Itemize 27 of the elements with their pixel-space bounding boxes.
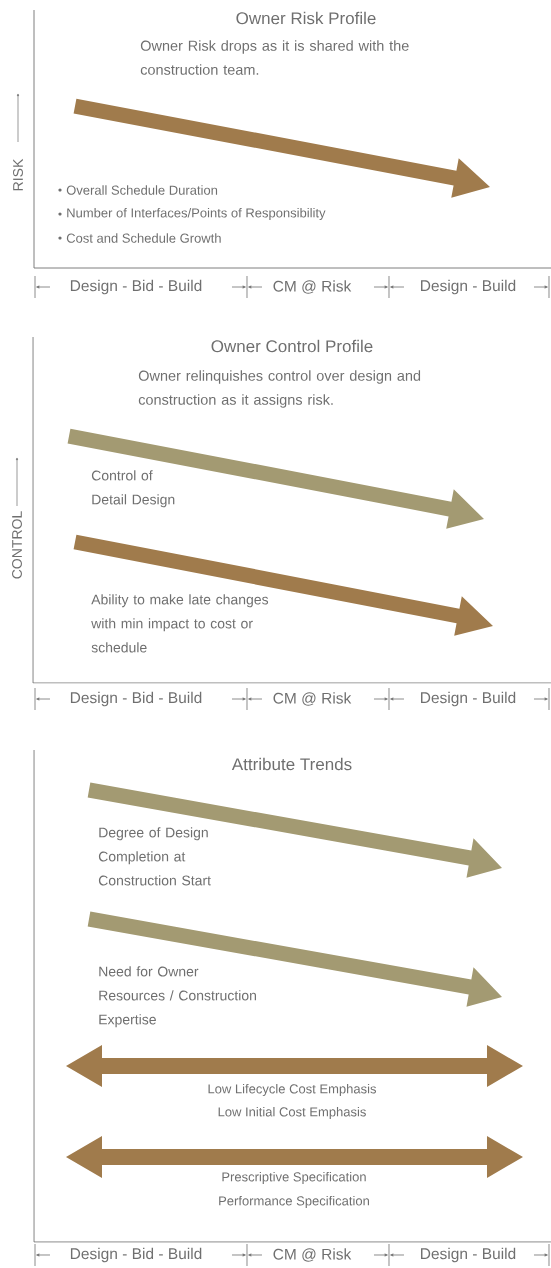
bullet-text: Cost and Schedule Growth — [66, 233, 221, 243]
description-text: Owner Risk drops as it is shared with the construction team. — [140, 40, 409, 75]
trend-text: Need for Owner Resources / Construction Expertise — [99, 966, 256, 1028]
trend-text: Low Lifecycle Cost Emphasis — [208, 1083, 377, 1097]
trend-text: Prescriptive Specification — [222, 1171, 366, 1185]
phase-label: Design - Build — [421, 279, 516, 295]
phase-label: Design - Bid - Build — [70, 1247, 202, 1263]
phase-label: CM @ Risk — [273, 280, 352, 294]
bullet-text: Number of Interfaces/Points of Responsibility — [67, 207, 326, 221]
bullet-text: Overall Schedule Duration — [66, 185, 218, 195]
phase-label: Design - Build — [421, 691, 516, 707]
trend-text: Performance Specification — [219, 1195, 369, 1209]
axis-label: RISK — [13, 158, 23, 191]
panel-title: Attribute Trends — [231, 757, 352, 771]
trend-text: Degree of Design Completion at Construction Start — [98, 827, 211, 886]
panel-title: Owner Control Profile — [211, 339, 373, 353]
phase-label: CM @ Risk — [273, 692, 352, 706]
axis-label: CONTROL — [12, 511, 22, 579]
panel-title: Owner Risk Profile — [236, 11, 376, 25]
phase-label: CM @ Risk — [273, 1248, 352, 1262]
phase-label: Design - Build — [421, 1247, 516, 1263]
phase-label: Design - Bid - Build — [70, 691, 202, 707]
phase-label: Design - Bid - Build — [70, 279, 202, 295]
trend-text: Ability to make late changes with min impact to cost or schedule — [91, 594, 269, 653]
trend-text: Control of Detail Design — [91, 470, 175, 508]
description-text: Owner relinquishes control over design and construction as it assigns risk. — [138, 370, 421, 408]
trend-text: Low Initial Cost Emphasis — [218, 1106, 366, 1120]
